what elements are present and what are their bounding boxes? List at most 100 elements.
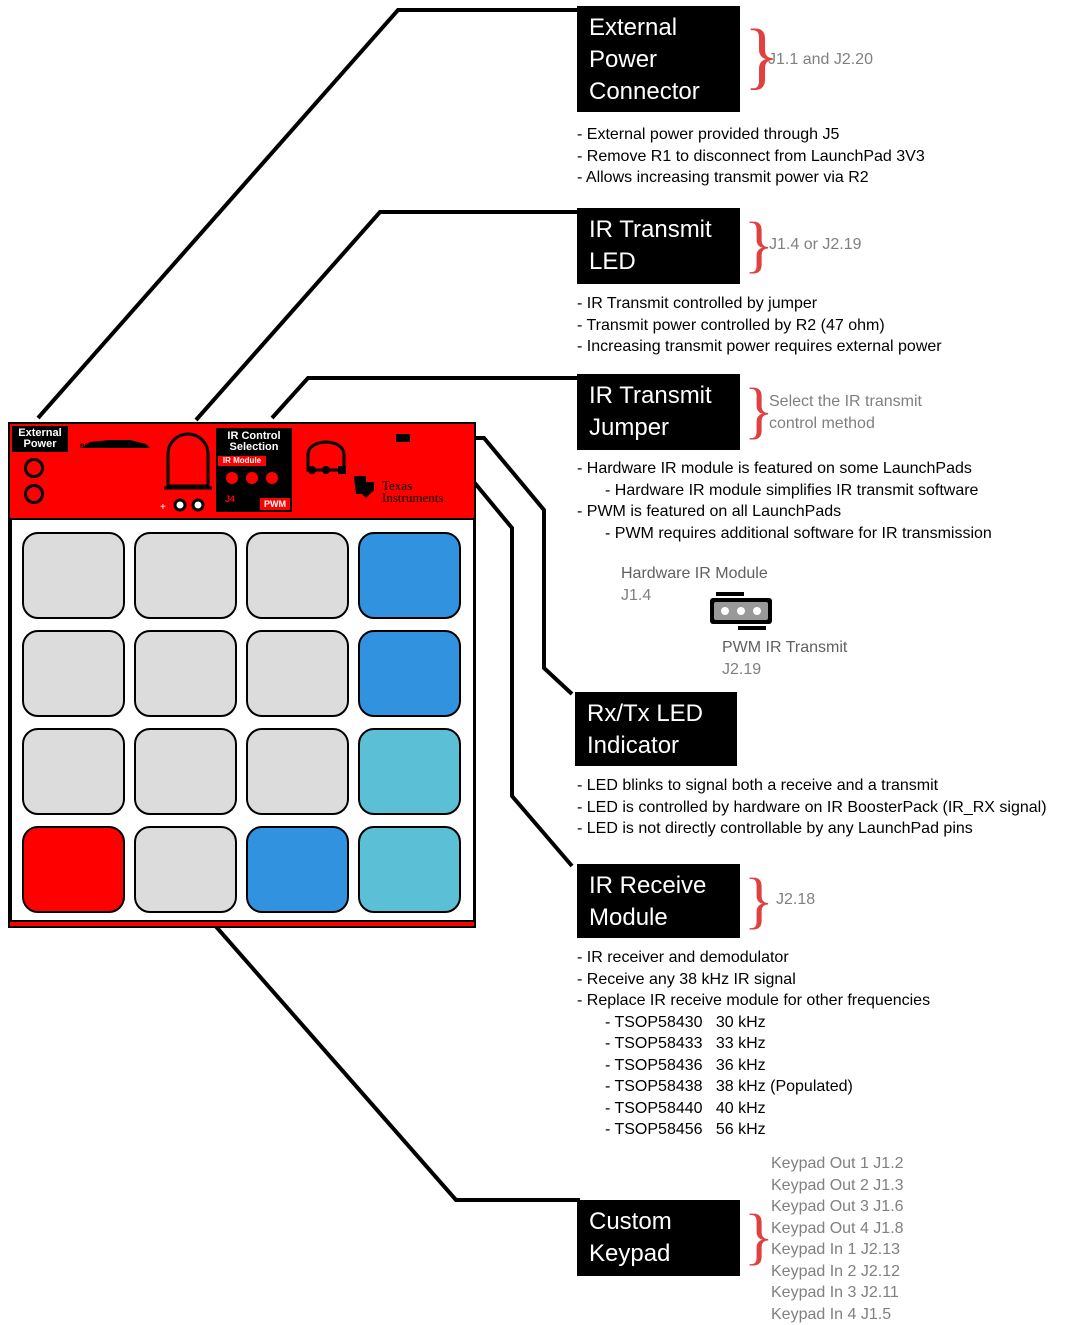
title-line: Jumper (589, 412, 728, 444)
pwm-label: PWM (260, 499, 290, 510)
title-line: Custom (589, 1206, 728, 1238)
title-ir-transmit-jumper: IR Transmit Jumper (577, 374, 740, 450)
keypad-key[interactable] (22, 630, 125, 717)
ir-led-icon: + (158, 426, 218, 514)
desc-subline: - TSOP58456 56 kHz (577, 1119, 930, 1141)
desc-line: - LED is not directly controllable by an… (577, 818, 1047, 840)
pin-line: Keypad Out 2 J1.3 (771, 1175, 904, 1197)
pins-external-power: J1.1 and J2.20 (768, 49, 873, 71)
desc-ir-led: - IR Transmit controlled by jumper - Tra… (577, 293, 942, 358)
line-ir-jumper (272, 378, 580, 418)
pin-line: PWM IR Transmit (722, 637, 847, 659)
title-line: LED (589, 246, 728, 278)
pin-line: Select the IR transmit (769, 391, 922, 413)
board-name: BOOST-IR (80, 444, 109, 450)
ir-module-tag: IR Module (218, 456, 266, 466)
pin-line: Keypad Out 3 J1.6 (771, 1196, 904, 1218)
rxtx-led-icon (396, 434, 410, 442)
pins-keypad: Keypad Out 1 J1.2 Keypad Out 2 J1.3 Keyp… (771, 1153, 904, 1325)
desc-ir-receive: - IR receiver and demodulator - Receive … (577, 947, 930, 1141)
title-external-power-connector: External Power Connector (577, 6, 740, 112)
title-line: Connector (589, 76, 728, 108)
pins-ir-jumper: Select the IR transmit control method (769, 391, 922, 434)
ir-module-label: IR Module (218, 456, 266, 466)
desc-subline: - TSOP58433 33 kHz (577, 1033, 930, 1055)
j4-label: J4 (220, 494, 240, 505)
line-keypad (212, 922, 580, 1200)
title-line: IR Transmit (589, 380, 728, 412)
pin-line: Keypad In 3 J2.11 (771, 1282, 904, 1304)
pin-line: Keypad In 4 J1.5 (771, 1304, 904, 1325)
pin-line: control method (769, 413, 922, 435)
brace-icon: } (744, 1202, 774, 1272)
ti-logo-icon (352, 472, 378, 500)
pwm-tag: PWM (260, 498, 290, 510)
custom-keypad (10, 518, 475, 922)
desc-line: - Receive any 38 kHz IR signal (577, 969, 930, 991)
desc-subline: - TSOP58438 38 kHz (Populated) (577, 1076, 930, 1098)
keypad-key[interactable] (246, 728, 349, 815)
ext-power-label-2: Power (12, 439, 68, 450)
desc-line: - Allows increasing transmit power via R… (577, 167, 925, 189)
keypad-key[interactable] (358, 630, 461, 717)
desc-line: - LED is controlled by hardware on IR Bo… (577, 797, 1047, 819)
desc-line: - External power provided through J5 (577, 124, 925, 146)
ir-receiver-icon (296, 440, 356, 480)
title-line: IR Receive (589, 870, 728, 902)
pin-line: Keypad Out 4 J1.8 (771, 1218, 904, 1240)
title-line: Rx/Tx LED (587, 698, 725, 730)
desc-line: - PWM is featured on all LaunchPads (577, 501, 992, 523)
keypad-key[interactable] (358, 728, 461, 815)
desc-line: - IR Transmit controlled by jumper (577, 293, 942, 315)
keypad-key[interactable] (134, 826, 237, 913)
desc-rxtx: - LED blinks to signal both a receive an… (577, 775, 1047, 840)
title-ir-receive-module: IR Receive Module (577, 864, 740, 938)
svg-text:+: + (160, 502, 166, 513)
keypad-key[interactable] (22, 532, 125, 619)
title-line: Power (589, 44, 728, 76)
pin-line: Hardware IR Module (621, 563, 768, 585)
pin-line: J1.1 and J2.20 (768, 51, 873, 68)
title-ir-transmit-led: IR Transmit LED (577, 208, 740, 284)
jumper-pin-1 (226, 472, 238, 484)
desc-subline: - TSOP58440 40 kHz (577, 1098, 930, 1120)
pins-ir-led: J1.4 or J2.19 (769, 234, 862, 256)
desc-external-power: - External power provided through J5 - R… (577, 124, 925, 189)
keypad-key[interactable] (246, 532, 349, 619)
keypad-key[interactable] (134, 532, 237, 619)
desc-ir-jumper: - Hardware IR module is featured on some… (577, 458, 992, 544)
title-line: IR Transmit (589, 214, 728, 246)
brace-icon: } (744, 866, 774, 936)
keypad-key[interactable] (22, 728, 125, 815)
desc-subline: - TSOP58430 30 kHz (577, 1012, 930, 1034)
keypad-key[interactable] (246, 826, 349, 913)
title-custom-keypad: Custom Keypad (577, 1200, 740, 1276)
ir-control-label-2: Selection (216, 442, 292, 453)
desc-subline: - TSOP58436 36 kHz (577, 1055, 930, 1077)
ir-control-box: IR Control Selection IR Module J4 PWM (216, 428, 292, 512)
keypad-key[interactable] (246, 630, 349, 717)
desc-line: - LED blinks to signal both a receive an… (577, 775, 1047, 797)
keypad-key[interactable] (358, 532, 461, 619)
pins-ir-receive: J2.18 (776, 889, 815, 911)
jumper-pin-2 (246, 472, 258, 484)
keypad-key[interactable] (22, 826, 125, 913)
ext-power-label-box: External Power (12, 426, 68, 452)
jumper-pin-3 (266, 472, 278, 484)
pwm-ir-transmit-label: PWM IR Transmit J2.19 (722, 637, 847, 680)
ti-label-2: Instruments (382, 492, 443, 504)
power-jack-2 (24, 484, 44, 504)
keypad-key[interactable] (134, 630, 237, 717)
board-top-bar: External Power BOOST-IR Rev 1.0 + IR Con… (8, 422, 476, 518)
desc-line: - Hardware IR module is featured on some… (577, 458, 992, 480)
jumper-header-icon (708, 592, 774, 632)
desc-line: - Transmit power controlled by R2 (47 oh… (577, 315, 942, 337)
title-line: Module (589, 902, 728, 934)
keypad-key[interactable] (134, 728, 237, 815)
desc-line: - Increasing transmit power requires ext… (577, 336, 942, 358)
pin-line: Keypad In 1 J2.13 (771, 1239, 904, 1261)
keypad-key[interactable] (358, 826, 461, 913)
desc-subline: - Hardware IR module simplifies IR trans… (577, 480, 992, 502)
pin-line: Keypad In 2 J2.12 (771, 1261, 904, 1283)
pin-line: J2.19 (722, 659, 847, 681)
